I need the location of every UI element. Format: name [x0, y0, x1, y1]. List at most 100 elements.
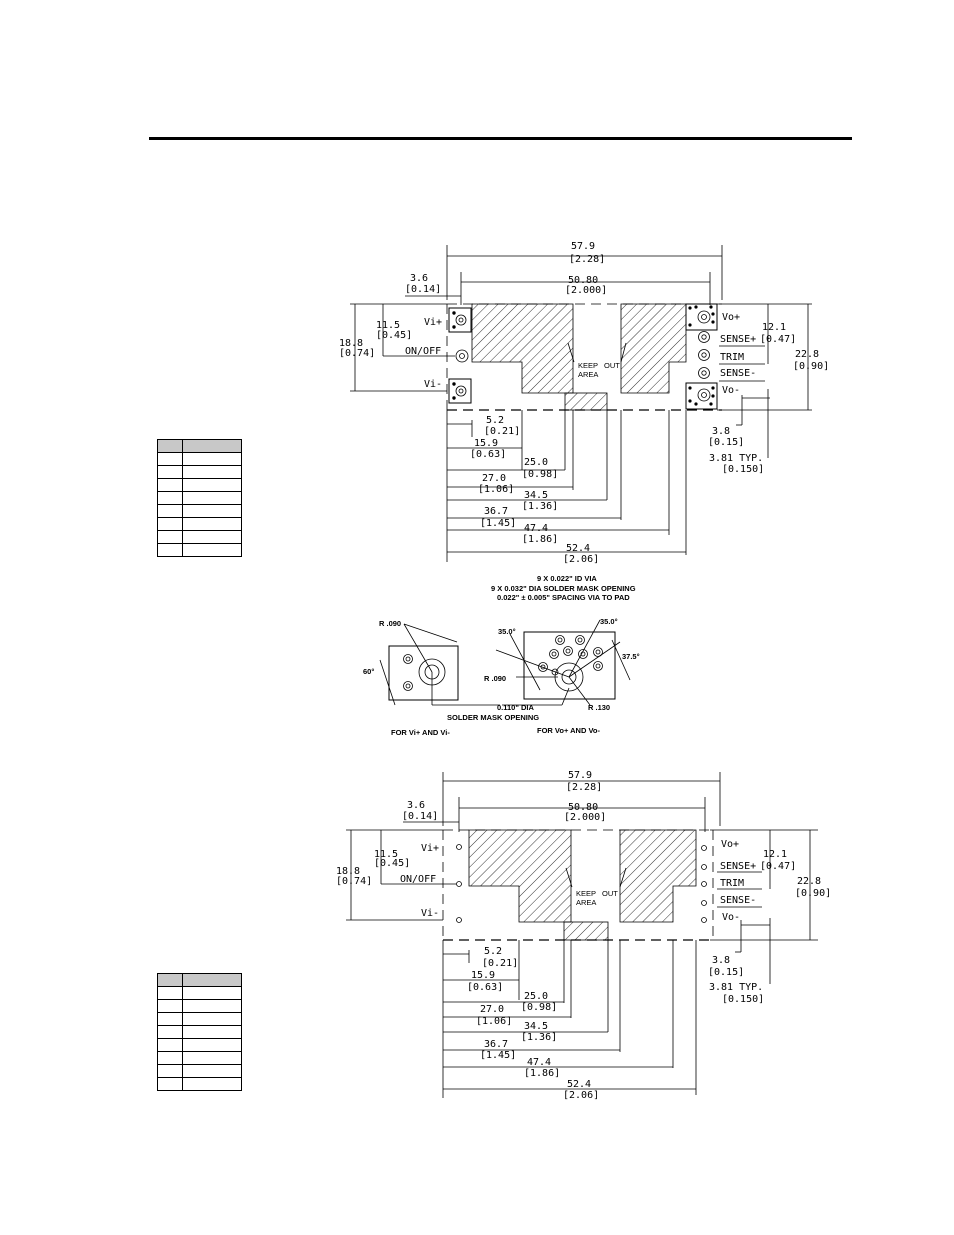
svg-text:KEEP: KEEP — [576, 889, 596, 898]
label-vo-minus: Vo- — [722, 385, 740, 396]
dim-bottom-6: 47.4 — [524, 523, 548, 534]
via-note-2: 9 X 0.032" DIA SOLDER MASK OPENING — [491, 584, 636, 593]
angle-35-right: 35.0° — [600, 617, 618, 626]
dim-bottom2-1-in: [0.63] — [467, 982, 503, 993]
detail-text: 9 X 0.022" ID VIA 9 X 0.032" DIA SOLDER … — [363, 574, 640, 737]
dim-bottom2-0: 5.2 — [484, 946, 502, 957]
dim-right-pin-y-in: [0.47] — [760, 334, 796, 345]
dim-typ-in: [0.150] — [722, 464, 764, 475]
dim-left-pin-y-in: [0.45] — [376, 330, 412, 341]
dim-bottom-2: 25.0 — [524, 457, 548, 468]
label-vi-minus-2: Vi- — [421, 908, 439, 919]
dim-bottom2-4: 34.5 — [524, 1021, 548, 1032]
dim-bottom2-2: 25.0 — [524, 991, 548, 1002]
dim-pin-span-in: [2.000] — [565, 285, 607, 296]
dim-overall-width-2: 57.9 — [568, 770, 592, 781]
dim-pin-offset-2: 3.6 — [407, 800, 425, 811]
svg-text:AREA: AREA — [576, 898, 596, 907]
dim-bottom-7-in: [2.06] — [563, 554, 599, 565]
label-vo-plus: Vo+ — [722, 312, 740, 323]
dim-pin-offset: 3.6 — [410, 273, 428, 284]
dim-bottom2-7: 52.4 — [567, 1079, 591, 1090]
dim-total-height: 22.8 — [795, 349, 819, 360]
keep-out-bottom-2 — [563, 921, 609, 941]
dim-right-pin-y: 12.1 — [762, 322, 786, 333]
label-vo-plus-2: Vo+ — [721, 839, 739, 850]
keep-out-label-2: KEEP OUT AREA — [576, 889, 618, 907]
keep-out-label: KEEP OUT AREA — [578, 361, 620, 379]
bottom-drawing-text: 57.9 [2.28] 3.6 [0.14] 50.80 [2.000] 18.… — [336, 770, 831, 1101]
angle-35-left: 35.0° — [498, 627, 516, 636]
label-sense-minus: SENSE- — [720, 368, 756, 379]
svg-text:AREA: AREA — [578, 370, 598, 379]
dim-left-height-2: 18.8 — [336, 866, 360, 877]
dim-typ-in-2: [0.150] — [722, 994, 764, 1005]
radius-130: R .130 — [588, 703, 610, 712]
keep-out-right — [620, 303, 687, 394]
dim-38-2: 3.8 — [712, 955, 730, 966]
dim-left-height-in: [0.74] — [339, 348, 375, 359]
keep-out-right-2 — [619, 829, 697, 923]
dim-left-height: 18.8 — [339, 338, 363, 349]
header-rule — [149, 137, 852, 140]
dim-bottom-1: 15.9 — [474, 438, 498, 449]
mask-opening: SOLDER MASK OPENING — [447, 713, 539, 722]
via-note-3: 0.022" ± 0.005" SPACING VIA TO PAD — [497, 593, 630, 602]
dim-pin-offset-in-2: [0.14] — [402, 811, 438, 822]
dim-38-in-2: [0.15] — [708, 967, 744, 978]
caption-vo: FOR Vo+ AND Vo- — [537, 726, 600, 735]
dim-bottom-7: 52.4 — [566, 543, 590, 554]
dim-bottom-3: 27.0 — [482, 473, 506, 484]
dim-left-height-in-2: [0.74] — [336, 876, 372, 887]
dim-bottom2-7-in: [2.06] — [563, 1090, 599, 1101]
label-trim-2: TRIM — [720, 878, 744, 889]
keep-out-bottom — [564, 392, 608, 411]
angle-375: 37.5° — [622, 652, 640, 661]
radius-090-left: R .090 — [379, 619, 401, 628]
dim-bottom-4: 34.5 — [524, 490, 548, 501]
dim-left-pin-y-2: 11.5 — [374, 849, 398, 860]
svg-text:OUT: OUT — [602, 889, 618, 898]
dim-total-height-2: 22.8 — [797, 876, 821, 887]
pin-table-bottom — [157, 973, 242, 1091]
dim-bottom2-5-in: [1.45] — [480, 1050, 516, 1061]
dim-overall-width-in: [2.28] — [569, 254, 605, 265]
label-on-off-2: ON/OFF — [400, 874, 436, 885]
dim-bottom-2-in: [0.98] — [522, 469, 558, 480]
dim-right-pin-y-in-2: [0.47] — [760, 861, 796, 872]
label-on-off: ON/OFF — [405, 346, 441, 357]
dim-pin-span-2: 50.80 — [568, 802, 598, 813]
svg-text:KEEP: KEEP — [578, 361, 598, 370]
dim-bottom-5: 36.7 — [484, 506, 508, 517]
dim-38: 3.8 — [712, 426, 730, 437]
dim-bottom-5-in: [1.45] — [480, 518, 516, 529]
angle-60: 60° — [363, 667, 374, 676]
dim-bottom2-3-in: [1.06] — [476, 1016, 512, 1027]
label-sense-plus: SENSE+ — [720, 334, 756, 345]
dim-bottom2-6: 47.4 — [527, 1057, 551, 1068]
caption-vi: FOR Vi+ AND Vi- — [391, 728, 450, 737]
dim-bottom-3-in: [1.06] — [478, 484, 514, 495]
dim-pin-offset-in: [0.14] — [405, 284, 441, 295]
dim-bottom-0-in: [0.21] — [484, 426, 520, 437]
dim-overall-width: 57.9 — [571, 241, 595, 252]
dim-total-height-in-2: [0.90] — [795, 888, 831, 899]
top-drawing-text: 57.9 [2.28] 3.6 [0.14] 50.80 [2.000] 18.… — [339, 241, 829, 565]
dim-bottom2-1: 15.9 — [471, 970, 495, 981]
dim-overall-width-in-2: [2.28] — [566, 782, 602, 793]
label-vi-minus: Vi- — [424, 379, 442, 390]
dim-right-pin-y-2: 12.1 — [763, 849, 787, 860]
label-sense-plus-2: SENSE+ — [720, 861, 756, 872]
dim-38-in: [0.15] — [708, 437, 744, 448]
label-trim: TRIM — [720, 352, 744, 363]
dim-typ: 3.81 TYP. — [709, 453, 763, 464]
dim-bottom2-3: 27.0 — [480, 1004, 504, 1015]
mask-dia: 0.110" DIA — [497, 703, 534, 712]
label-vi-plus-2: Vi+ — [421, 843, 439, 854]
dim-left-pin-y: 11.5 — [376, 320, 400, 331]
dim-total-height-in: [0.90] — [793, 361, 829, 372]
dim-bottom-1-in: [0.63] — [470, 449, 506, 460]
dim-bottom2-5: 36.7 — [484, 1039, 508, 1050]
top-drawing — [350, 245, 812, 562]
via-note-1: 9 X 0.022" ID VIA — [537, 574, 597, 583]
